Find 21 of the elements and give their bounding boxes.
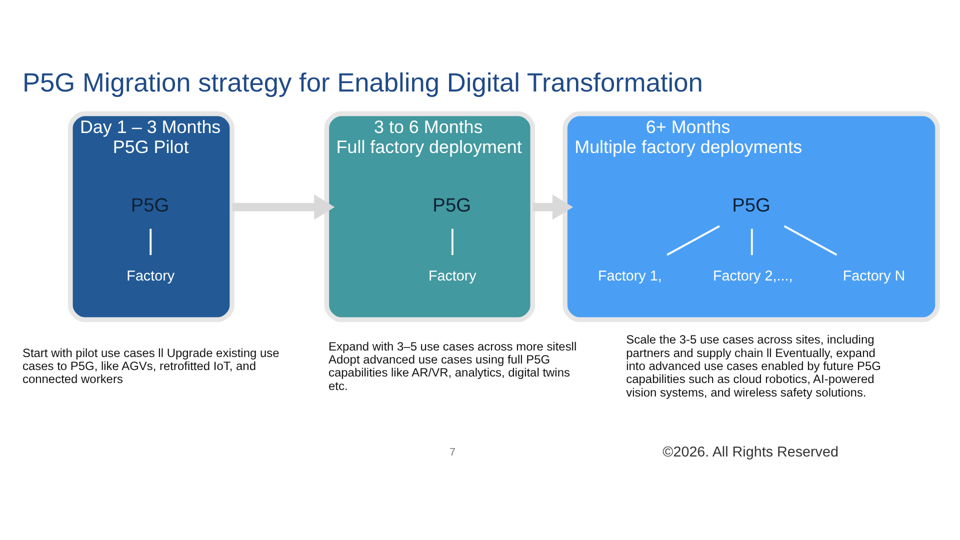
connector xyxy=(452,228,454,256)
arrow xyxy=(232,194,335,220)
arrow xyxy=(532,194,574,220)
connector xyxy=(750,228,753,256)
label: 7 xyxy=(449,446,456,458)
node-text: Factory 2,..., xyxy=(712,268,793,284)
node-label: Scale the 3-5 use cases across sites, including partners and supply chain ll Eventually, expand into advanced use cases enabled by future P5G capabilities such as cloud robotics, AI-powered vision systems, and wireless safety solutions. xyxy=(626,332,881,400)
node-text: Factory 1, xyxy=(598,268,662,284)
label: ©2026. All Rights Reserved xyxy=(662,444,838,460)
node-text: Factory xyxy=(428,268,476,284)
node-text: P5G xyxy=(130,196,170,217)
node-text: P5G xyxy=(432,196,472,217)
node-text: Factory N xyxy=(842,268,906,284)
node-text: P5G xyxy=(732,196,770,217)
node-label: Start with pilot use cases ll Upgrade existing use cases to P5G, like AGVs, retrofitted IoT, and connected workers xyxy=(22,346,280,386)
connector xyxy=(666,225,720,256)
connector xyxy=(150,228,152,256)
node-label: Expand with 3–5 use cases across more sitesll Adopt advanced use cases using full P5G capabilities like AR/VR, analytics, digital twins etc. xyxy=(328,339,577,393)
node-text: Factory xyxy=(126,268,175,284)
connector xyxy=(784,225,838,256)
diagram-title: P5G Migration strategy for Enabling Digital Transformation xyxy=(22,68,703,98)
